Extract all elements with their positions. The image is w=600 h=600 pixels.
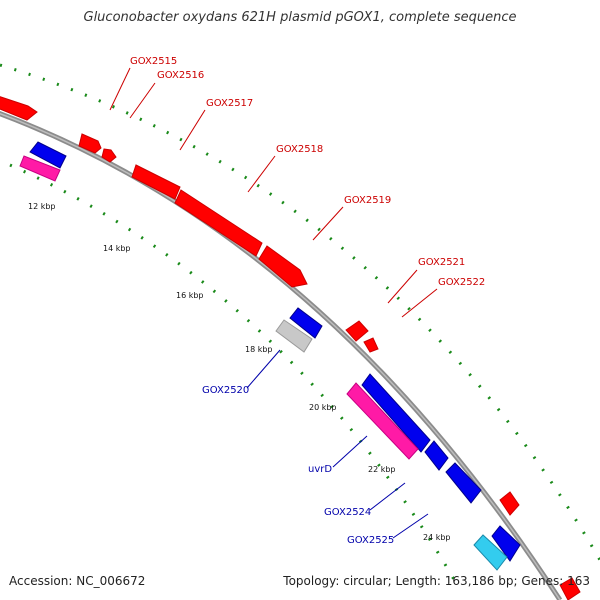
leader-gox2519 bbox=[312, 206, 344, 241]
label-gox2519: GOX2519 bbox=[344, 195, 391, 206]
gene-forward-gox2522[interactable] bbox=[363, 337, 379, 353]
tick-label: 18 kbp bbox=[245, 345, 273, 354]
label-gox2525: GOX2525 bbox=[347, 535, 394, 546]
leader-gox2525 bbox=[392, 513, 429, 539]
leader-gox2521 bbox=[387, 269, 418, 304]
label-gox2516: GOX2516 bbox=[157, 70, 204, 81]
leader-gox2518 bbox=[247, 155, 276, 193]
gene-grey-gox2520[interactable] bbox=[275, 319, 313, 353]
label-gox2520: GOX2520 bbox=[202, 385, 249, 396]
gene-forward-far[interactable] bbox=[499, 491, 520, 516]
gene-forward-gox2519[interactable] bbox=[258, 245, 308, 288]
leader-gox2524 bbox=[369, 482, 406, 511]
gene-forward-gox2515[interactable] bbox=[78, 133, 102, 154]
map-title: Gluconobacter oxydans 621H plasmid pGOX1… bbox=[83, 10, 517, 25]
leader-gox2516 bbox=[129, 82, 156, 119]
label-gox2524: GOX2524 bbox=[324, 507, 371, 518]
label-gox2515: GOX2515 bbox=[130, 56, 177, 67]
gene-forward-gox2521[interactable] bbox=[345, 320, 369, 342]
label-gox2521: GOX2521 bbox=[418, 257, 465, 268]
gene-reverse-gox2525[interactable] bbox=[491, 525, 521, 562]
backbone-arc bbox=[0, 111, 563, 600]
label-uvrd: uvrD bbox=[308, 464, 332, 475]
gene-forward-gox2515-left[interactable] bbox=[0, 95, 38, 121]
tick-label: 16 kbp bbox=[176, 291, 204, 300]
accession-text: Accession: NC_006672 bbox=[9, 574, 146, 588]
gene-forward-gox2518[interactable] bbox=[174, 189, 263, 257]
label-gox2517: GOX2517 bbox=[206, 98, 253, 109]
tick-label: 24 kbp bbox=[423, 533, 451, 542]
gene-reverse-uvrd-2[interactable] bbox=[424, 440, 449, 471]
gene-reverse-gox2524[interactable] bbox=[445, 462, 482, 504]
gene-pink-uvrd[interactable] bbox=[346, 382, 419, 460]
tick-label: 14 kbp bbox=[103, 244, 131, 253]
leader-gox2522 bbox=[401, 288, 438, 318]
gene-forward-gox2517[interactable] bbox=[131, 164, 181, 200]
gene-reverse-uvrd-1[interactable] bbox=[361, 373, 431, 453]
tick-label: 20 kbp bbox=[309, 403, 337, 412]
tick-label: 22 kbp bbox=[368, 465, 396, 474]
leader-gox2520 bbox=[246, 349, 281, 389]
label-gox2522: GOX2522 bbox=[438, 277, 485, 288]
leader-gox2515 bbox=[109, 67, 131, 111]
gene-reverse-upper[interactable] bbox=[29, 141, 67, 169]
topology-summary: Topology: circular; Length: 163,186 bp; … bbox=[283, 574, 590, 588]
gene-reverse-gox2520-right[interactable] bbox=[289, 307, 323, 339]
gene-forward-gox2516[interactable] bbox=[101, 148, 117, 163]
tick-label: 12 kbp bbox=[28, 202, 56, 211]
gene-forward-corner[interactable] bbox=[559, 577, 581, 600]
gene-pink-upper[interactable] bbox=[19, 155, 61, 182]
backbone-highlight bbox=[0, 112, 561, 600]
leader-uvrd bbox=[332, 435, 368, 468]
gene-cyan-gox2525[interactable] bbox=[473, 534, 508, 571]
leader-gox2517 bbox=[179, 109, 206, 151]
label-gox2518: GOX2518 bbox=[276, 144, 323, 155]
